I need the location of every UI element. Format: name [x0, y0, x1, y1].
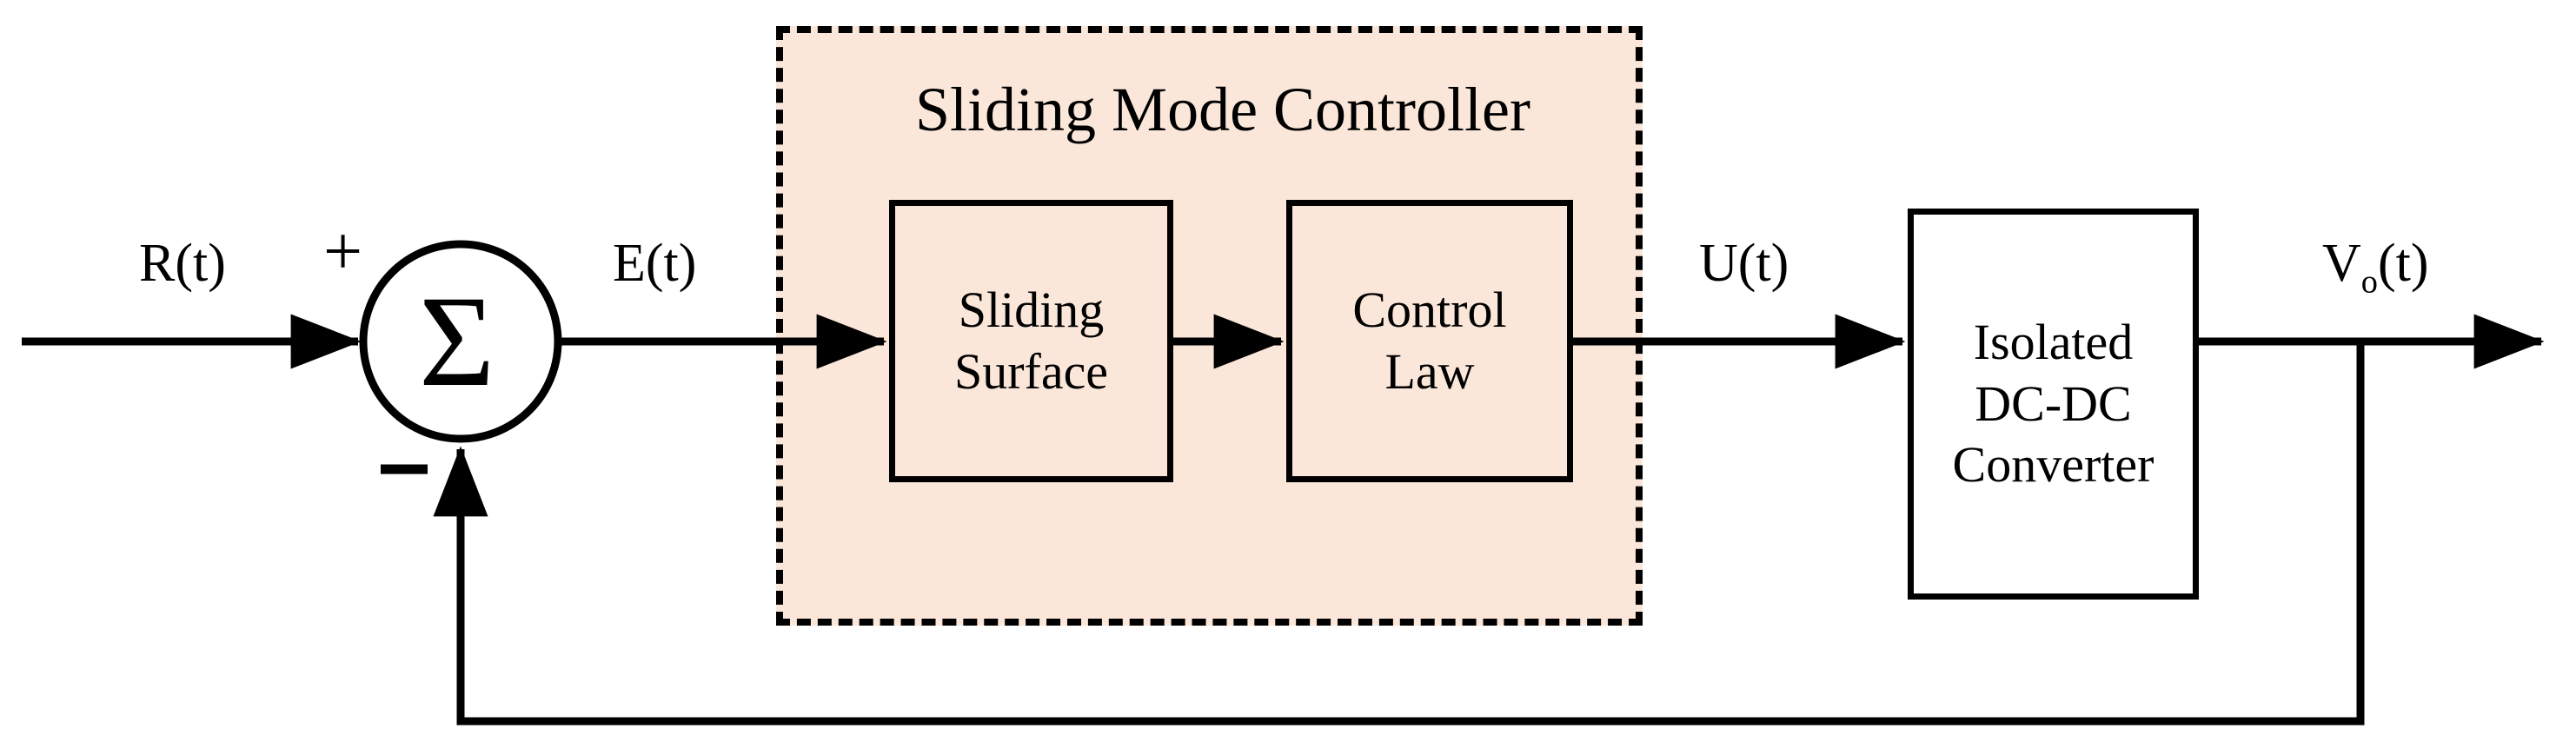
block-control-law-label: Control Law [1352, 280, 1506, 403]
control-signal-label: U(t) [1699, 234, 1789, 293]
block-converter-line2: DC-DC [1975, 374, 2132, 432]
block-sliding-surface[interactable]: Sliding Surface [889, 200, 1173, 482]
wire-feedback-path [433, 341, 2365, 726]
output-voltage-subscript: o [2360, 263, 2378, 301]
block-control-law[interactable]: Control Law [1286, 200, 1573, 482]
controller-region-title: Sliding Mode Controller [915, 75, 1530, 144]
block-converter-label: Isolated DC-DC Converter [1953, 312, 2154, 496]
summing-junction-sigma: Σ [419, 269, 495, 414]
block-sliding-surface-line2: Surface [953, 342, 1109, 400]
block-converter-line1: Isolated [1973, 313, 2134, 370]
block-converter-line3: Converter [1952, 436, 2154, 494]
reference-signal-label: R(t) [139, 234, 226, 293]
block-isolated-dc-dc-converter[interactable]: Isolated DC-DC Converter [1908, 209, 2199, 600]
output-voltage-suffix: (t) [2378, 234, 2429, 293]
output-voltage-label: Vo(t) [2322, 236, 2429, 299]
block-sliding-surface-label: Sliding Surface [954, 280, 1108, 403]
block-control-law-line2: Law [1384, 342, 1475, 400]
output-voltage-prefix: V [2322, 234, 2361, 293]
block-control-law-line1: Control [1352, 281, 1507, 338]
block-sliding-surface-line1: Sliding [958, 281, 1105, 338]
error-signal-label: E(t) [613, 234, 697, 293]
positive-sign-label: + [323, 214, 363, 290]
